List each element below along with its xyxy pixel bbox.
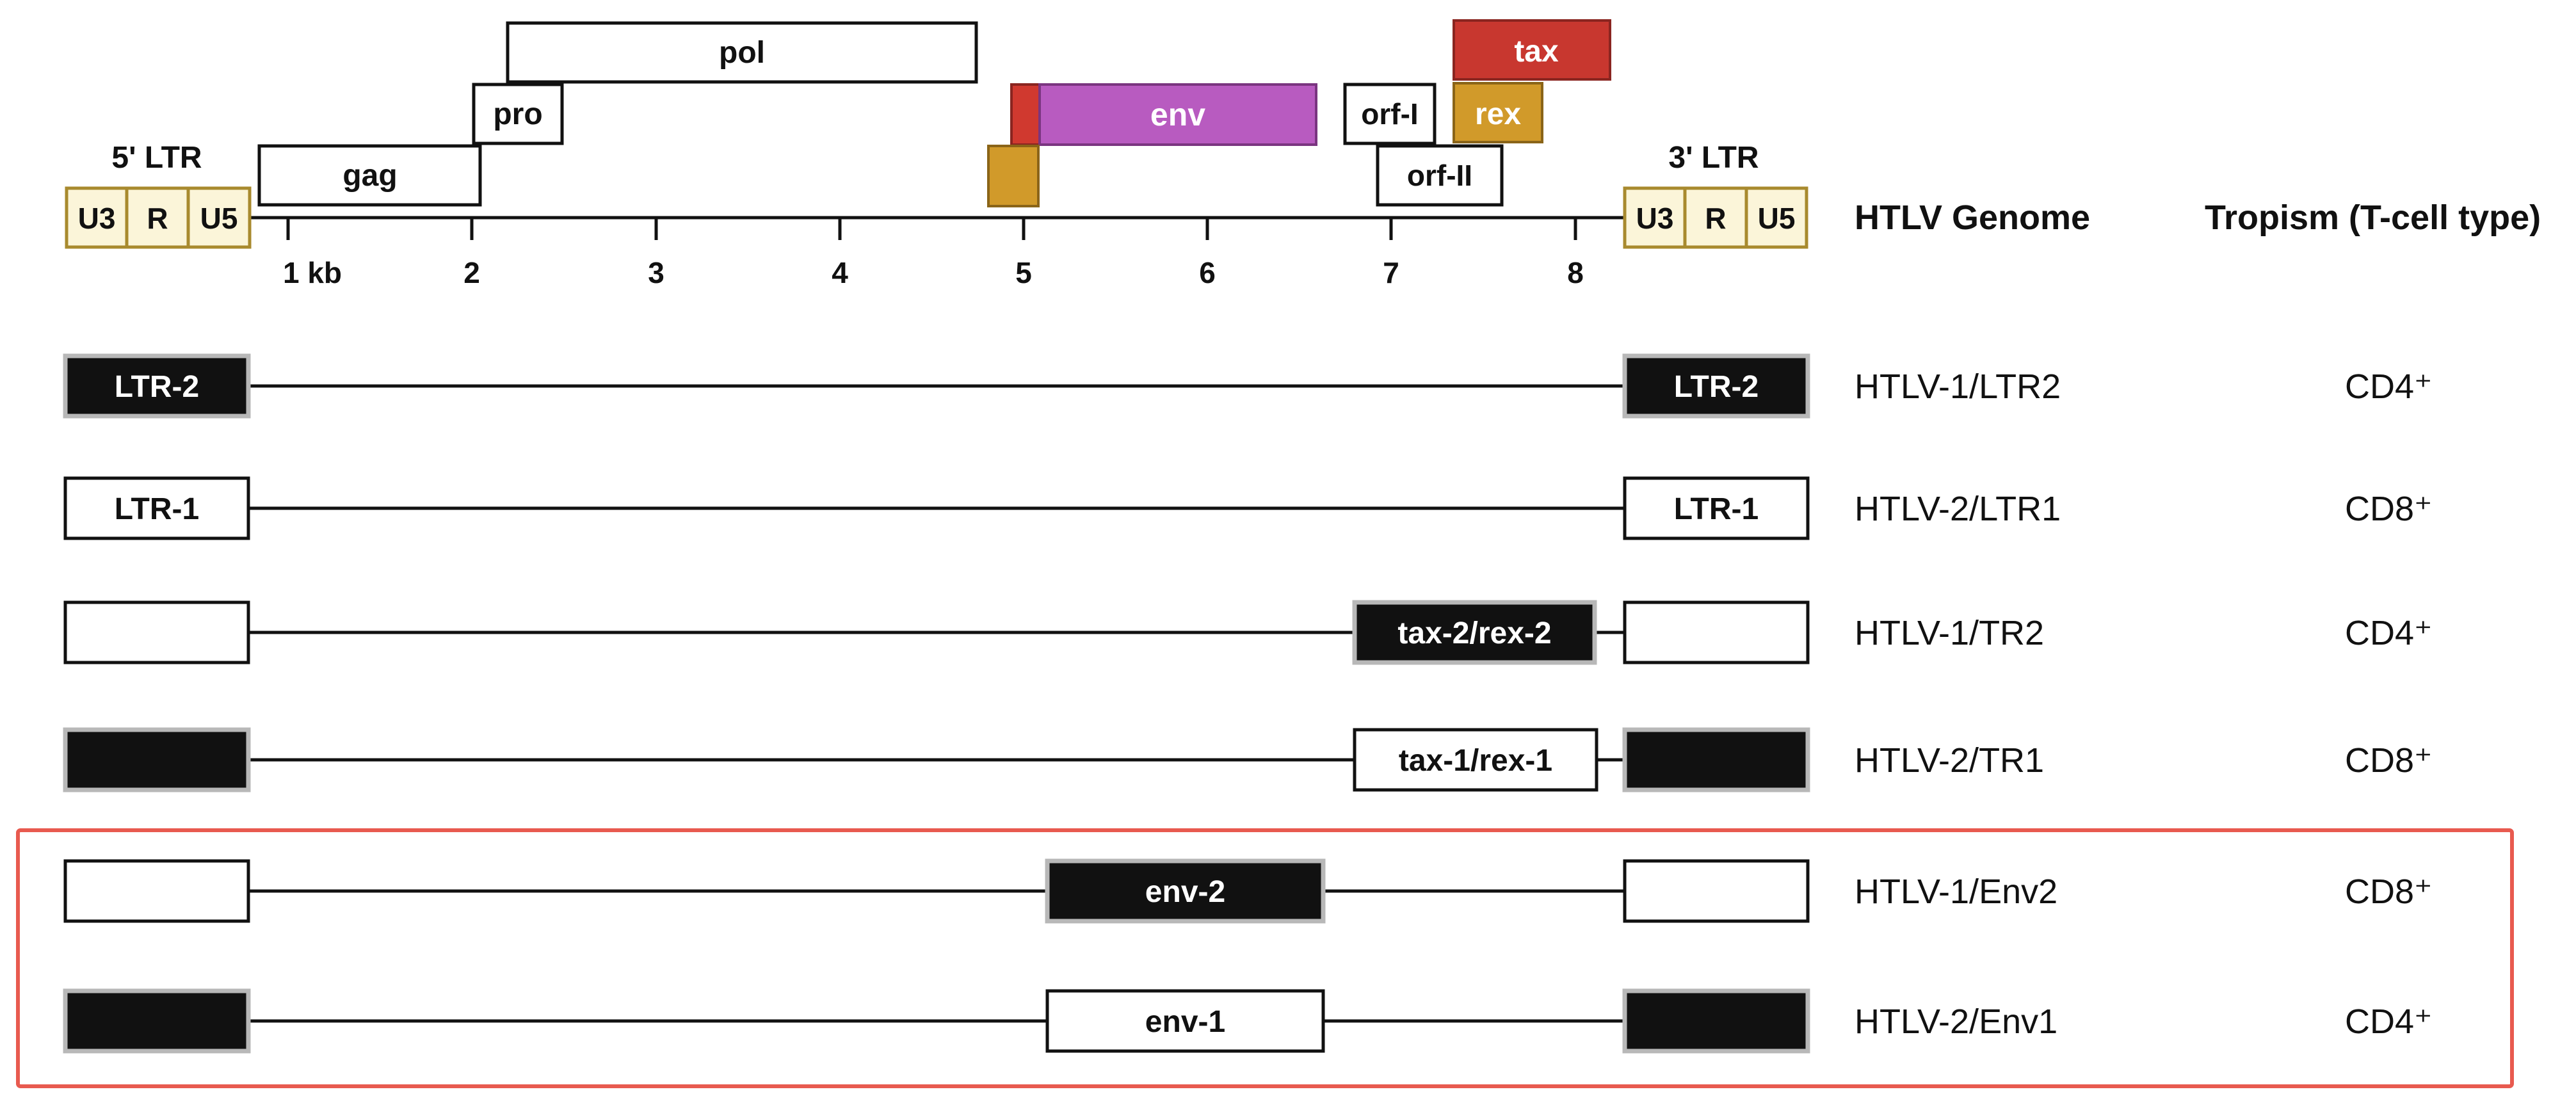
gene-orf-ii: orf-II — [1376, 144, 1504, 207]
gene-tax-label: tax — [1514, 35, 1559, 68]
gene-tax-box — [1453, 19, 1611, 81]
construct-ltr-right-box — [1622, 727, 1810, 792]
ltr5-u3-label: U3 — [78, 202, 116, 235]
gene-rex-box — [1453, 82, 1543, 143]
gene-orf-i-box — [1343, 83, 1437, 145]
ltr3-u5-box — [1744, 186, 1808, 249]
construct-row: tax-1/rex-1 HTLV-2/TR1 CD8⁺ — [63, 727, 2433, 792]
tick-label-3: 3 — [648, 256, 664, 289]
tick-label-4: 4 — [832, 256, 848, 289]
gene-pro: pro — [472, 83, 564, 145]
construct-insert-label: env-1 — [1145, 1005, 1225, 1039]
gene-orf-i-label: orf-I — [1361, 97, 1418, 131]
gene-pol: pol — [506, 21, 978, 84]
gene-pol-box — [506, 21, 978, 84]
gene-pro-label: pro — [493, 97, 542, 131]
gene-gag-box — [257, 144, 482, 207]
construct-ltr-label: LTR-2 — [115, 370, 199, 404]
genome-ticks — [286, 218, 1577, 240]
construct-ltr-right-box — [1623, 476, 1810, 540]
ltr5-u5-label: U5 — [200, 202, 238, 235]
construct-ltr-left-box — [63, 727, 251, 792]
construct-tropism: CD8⁺ — [2345, 872, 2433, 911]
gene-env-label: env — [1150, 97, 1205, 133]
construct-row: LTR-2 LTR-2 HTLV-1/LTR2 CD4⁺ — [63, 353, 2433, 419]
tick-label-7: 7 — [1383, 256, 1399, 289]
construct-row: LTR-1 LTR-1 HTLV-2/LTR1 CD8⁺ — [63, 476, 2433, 540]
gene-tax: tax — [1453, 19, 1611, 81]
ltr3-r-label: R — [1705, 202, 1726, 235]
tick-label-1: 1 kb — [283, 256, 342, 289]
ltr5-u5-box — [186, 186, 252, 249]
construct-insert-label: env-2 — [1145, 875, 1225, 909]
construct-row: tax-2/rex-2 HTLV-1/TR2 CD4⁺ — [63, 600, 2433, 665]
tick-label-8: 8 — [1567, 256, 1584, 289]
construct-name: HTLV-1/TR2 — [1855, 614, 2044, 652]
construct-ltr-right-box — [1622, 353, 1810, 419]
genome-label: HTLV Genome — [1855, 198, 2090, 237]
genome-tick-labels: 1 kb 2 3 4 5 6 7 8 — [283, 256, 1584, 289]
tropism-header: Tropism (T-cell type) — [2205, 198, 2541, 237]
gene-env: env — [987, 83, 1317, 207]
tick-label-5: 5 — [1015, 256, 1032, 289]
construct-ltr-left-box — [63, 353, 251, 419]
construct-tropism: CD8⁺ — [2345, 490, 2433, 528]
construct-ltr-right-box — [1623, 859, 1810, 923]
construct-ltr-right-box — [1623, 600, 1810, 664]
construct-tropism: CD4⁺ — [2345, 367, 2433, 406]
construct-ltr-label: LTR-2 — [1674, 370, 1759, 404]
ltr3-box: U3 R U5 — [1623, 186, 1808, 249]
env-highlight-frame — [16, 828, 2514, 1088]
construct-name: HTLV-2/TR1 — [1855, 741, 2044, 780]
construct-name: HTLV-2/LTR1 — [1855, 490, 2061, 528]
construct-name: HTLV-1/Env2 — [1855, 872, 2057, 911]
gene-env-box — [1038, 83, 1317, 146]
construct-insert-label: tax-1/rex-1 — [1399, 744, 1552, 778]
construct-name: HTLV-2/Env1 — [1855, 1002, 2057, 1041]
construct-ltr-left-box — [63, 600, 250, 664]
ltr5-label: 5' LTR — [111, 141, 202, 175]
gene-env-gold-exon — [987, 145, 1040, 207]
ltr3-label: 3' LTR — [1668, 141, 1759, 175]
construct-tropism: CD8⁺ — [2345, 741, 2433, 780]
construct-ltr-left-box — [63, 859, 250, 923]
ltr5-r-label: R — [147, 202, 168, 235]
construct-tropism: CD4⁺ — [2345, 1002, 2433, 1041]
construct-ltr-left-box — [63, 988, 251, 1054]
construct-ltr-right-box — [1622, 988, 1810, 1054]
gene-gag: gag — [257, 144, 482, 207]
tick-label-6: 6 — [1199, 256, 1216, 289]
gene-pol-label: pol — [719, 36, 765, 70]
construct-row: env-2 HTLV-1/Env2 CD8⁺ — [63, 858, 2433, 924]
ltr3-u3-label: U3 — [1636, 202, 1674, 235]
ltr3-u5-label: U5 — [1758, 202, 1796, 235]
gene-rex: rex — [1453, 82, 1543, 143]
ltr5-box: U3 R U5 — [65, 186, 252, 249]
construct-insert-label: tax-2/rex-2 — [1397, 616, 1551, 650]
construct-ltr-label: LTR-1 — [1674, 492, 1759, 526]
genome-map: 5' LTR U3 R U5 3' LTR U3 R U5 — [65, 19, 2541, 289]
gene-orf-ii-box — [1376, 144, 1504, 207]
gene-pro-box — [472, 83, 564, 145]
construct-name: HTLV-1/LTR2 — [1855, 367, 2061, 406]
construct-row: env-1 HTLV-2/Env1 CD4⁺ — [63, 988, 2433, 1054]
construct-ltr-label: LTR-1 — [115, 492, 199, 526]
construct-insert-box — [1352, 600, 1597, 665]
construct-insert-box — [1045, 989, 1325, 1053]
construct-tropism: CD4⁺ — [2345, 614, 2433, 652]
gene-gag-label: gag — [342, 159, 397, 193]
construct-insert-box — [1353, 728, 1598, 792]
gene-orf-i: orf-I — [1343, 83, 1437, 145]
gene-rex-label: rex — [1475, 97, 1521, 131]
construct-insert-box — [1045, 858, 1326, 924]
gene-orf-ii-label: orf-II — [1407, 159, 1472, 192]
tick-label-2: 2 — [463, 256, 480, 289]
construct-ltr-left-box — [63, 476, 250, 540]
gene-env-red-exon — [1010, 83, 1041, 146]
